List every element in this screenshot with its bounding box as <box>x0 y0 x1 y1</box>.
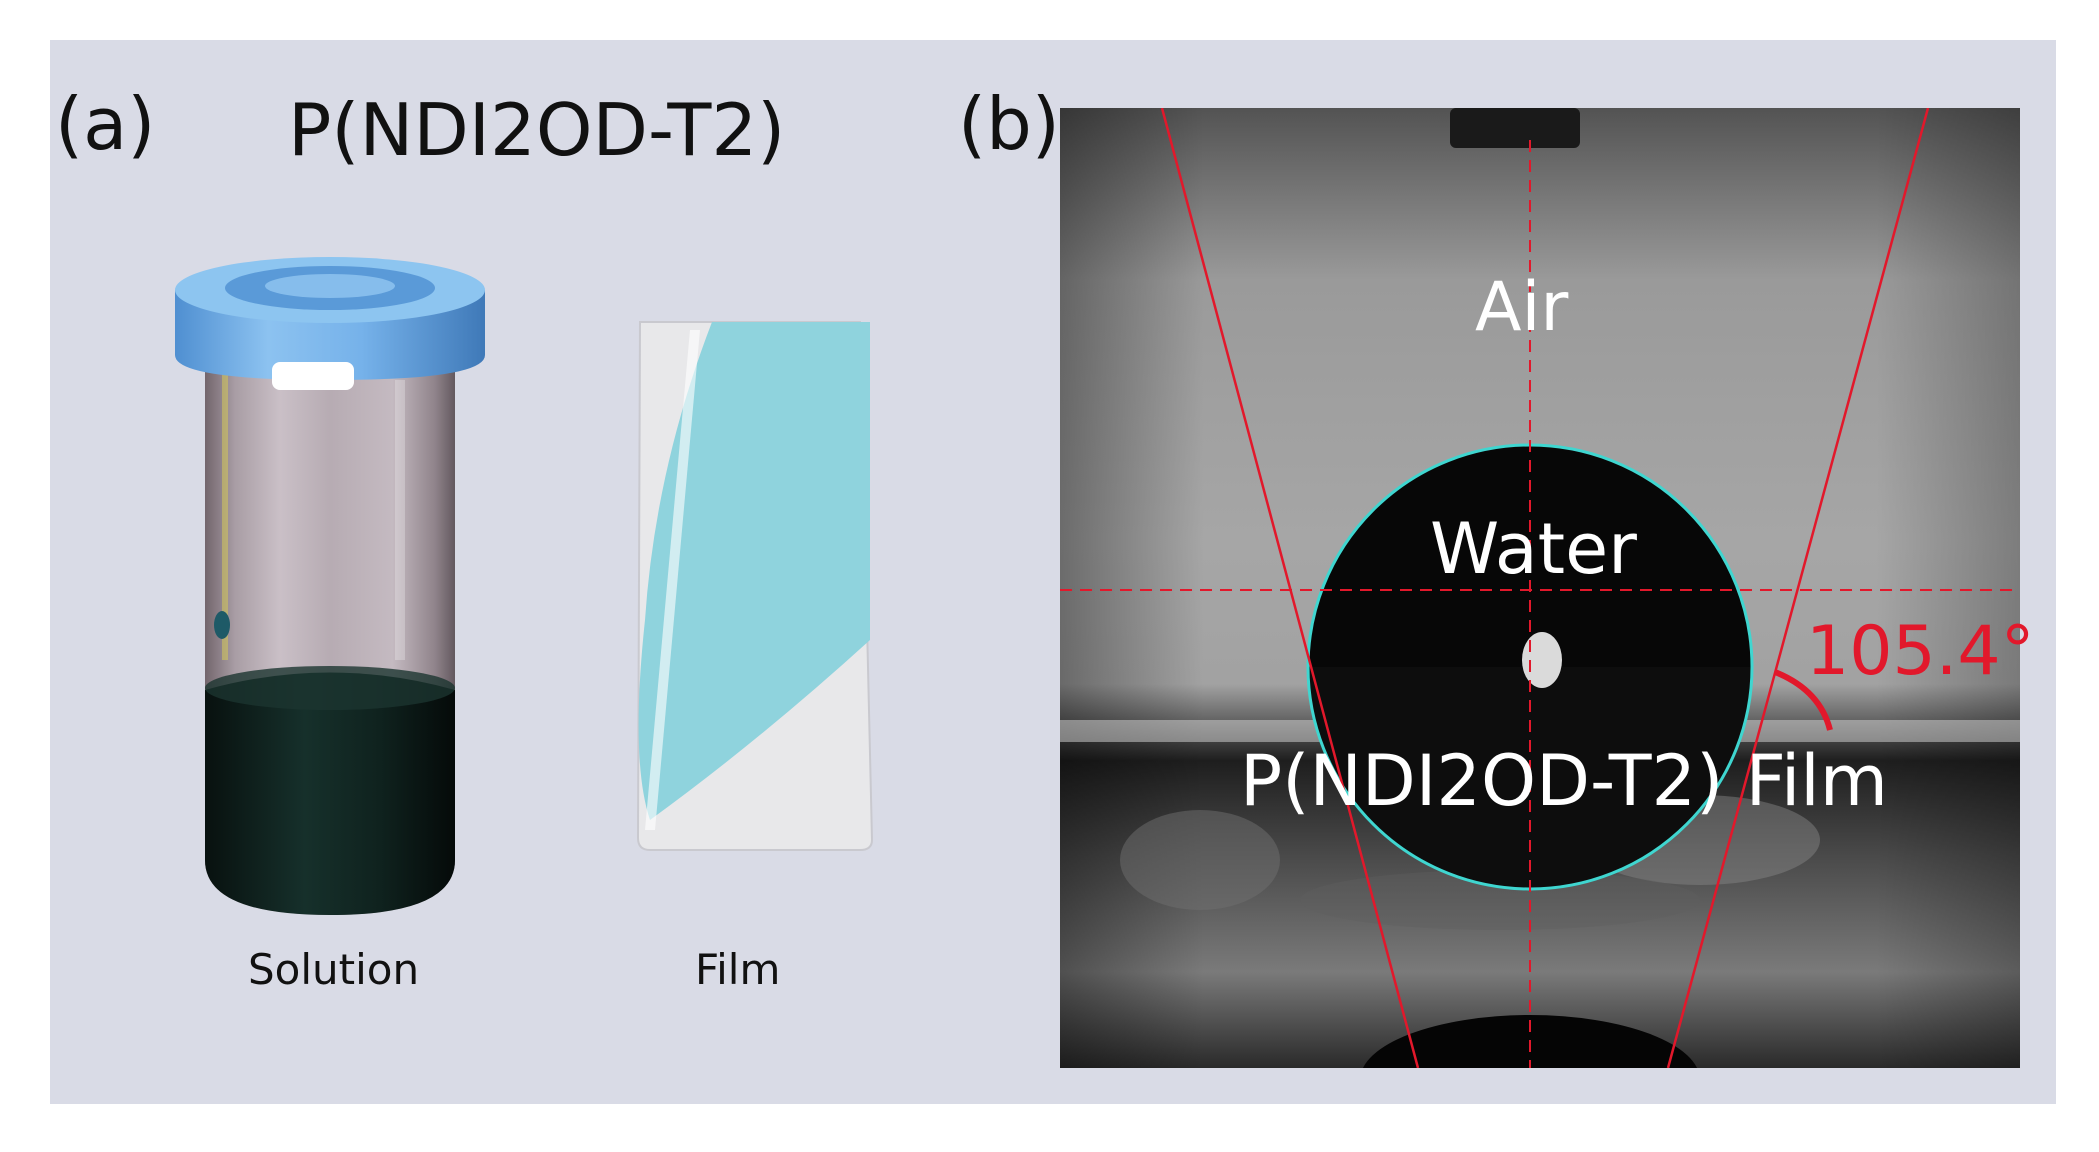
contact-angle-value: 105.4° <box>1806 612 2035 691</box>
water-label: Water <box>1430 508 1637 590</box>
solution-vial <box>175 257 485 915</box>
film-caption: Film <box>695 945 781 994</box>
film-label: P(NDI2OD-T2) Film <box>1240 740 1888 822</box>
contact-angle-photo <box>1060 108 2020 1068</box>
film-substrate <box>636 321 874 851</box>
panel-a-title: P(NDI2OD-T2) <box>288 88 786 172</box>
panel-b-label-text: (b) <box>958 82 1060 166</box>
panel-a-label: (a) <box>55 82 156 166</box>
air-label: Air <box>1475 268 1569 347</box>
solution-caption: Solution <box>248 945 420 994</box>
